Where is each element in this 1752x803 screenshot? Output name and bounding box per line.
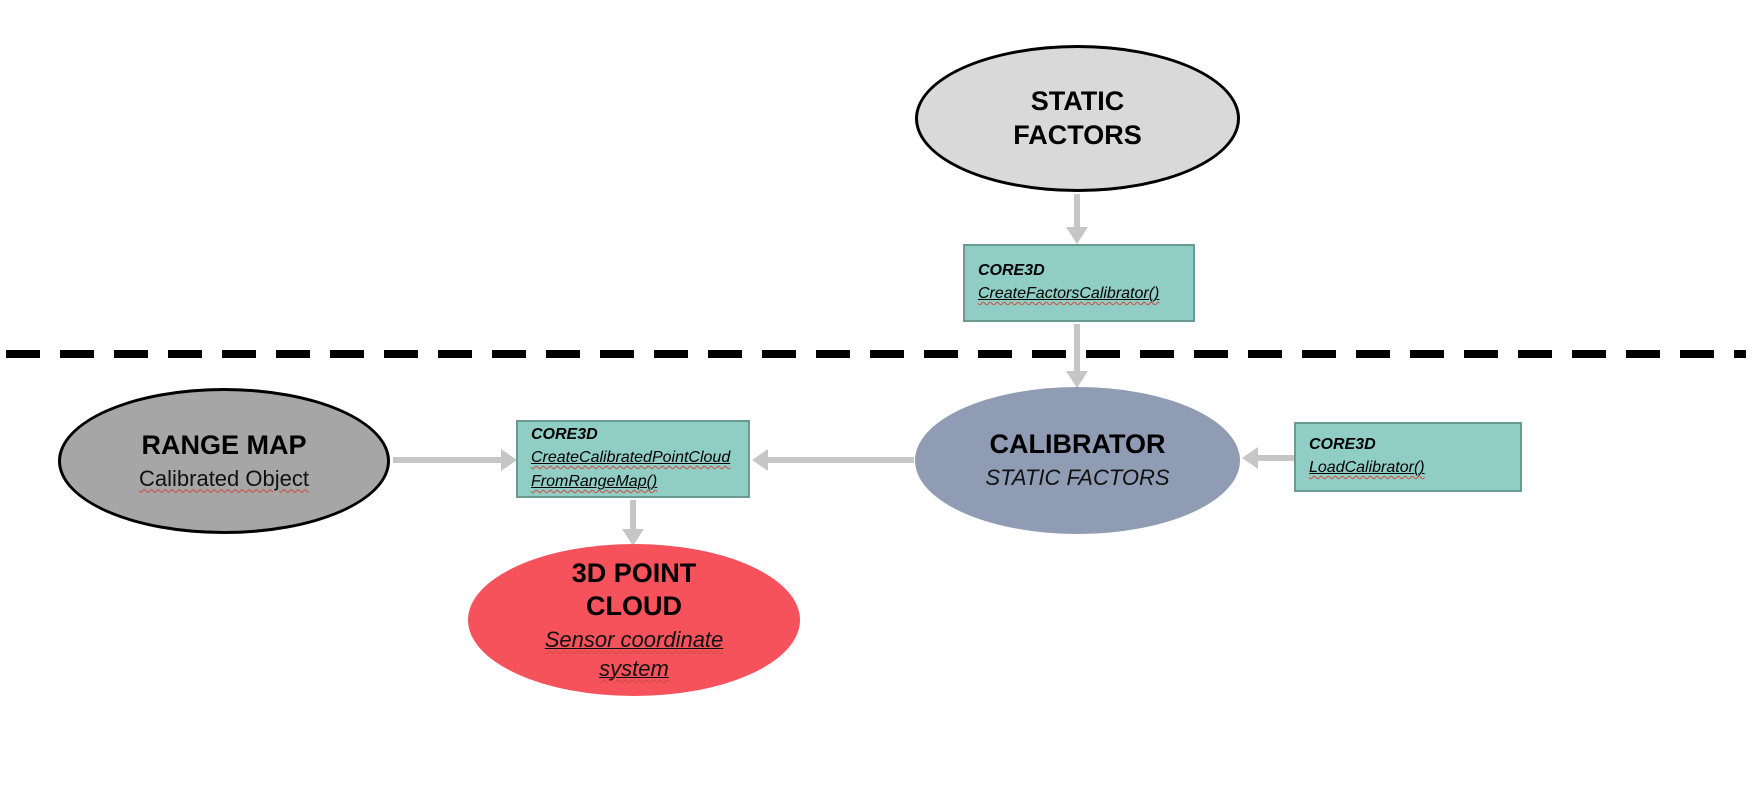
arrow-head [622,529,644,546]
create-factors-calibrator-box: CORE3D CreateFactorsCalibrator() [963,244,1195,322]
library-label: CORE3D [1309,436,1376,454]
static-factors-node: STATIC FACTORS [915,45,1240,192]
arrow-shaft [1074,194,1080,228]
point-cloud-subtitle: Sensor coordinate system [544,627,724,681]
arrow-shaft [1074,324,1080,372]
static-factors-title: STATIC FACTORS [1013,85,1142,150]
arrow-shaft [393,457,501,463]
point-cloud-node: 3D POINT CLOUD Sensor coordinate system [468,544,800,696]
arrow-shaft [630,500,636,530]
arrow-head [501,449,517,471]
create-calibrated-point-cloud-box: CORE3D CreateCalibratedPointCloud FromRa… [516,420,750,498]
library-label: CORE3D [531,426,598,444]
function-label-line1: CreateCalibratedPointCloud [531,449,731,467]
arrow-head [1066,227,1088,244]
calibrator-subtitle: STATIC FACTORS [985,465,1170,491]
calibrator-title: CALIBRATOR [989,429,1166,460]
library-label: CORE3D [978,262,1045,280]
range-map-subtitle: Calibrated Object [139,465,309,491]
dashed-divider-line [6,350,1746,358]
calibrator-node: CALIBRATOR STATIC FACTORS [915,387,1240,534]
arrow-shaft [768,457,914,463]
load-calibrator-box: CORE3D LoadCalibrator() [1294,422,1522,492]
arrow-head [1066,371,1088,388]
function-label-line2: FromRangeMap() [531,473,658,490]
function-label: LoadCalibrator() [1309,459,1425,477]
point-cloud-title: 3D POINT CLOUD [571,557,697,622]
range-map-title: RANGE MAP [141,429,307,460]
arrow-head [1242,447,1258,469]
arrow-head [752,449,768,471]
arrow-shaft [1258,455,1295,461]
function-label: CreateFactorsCalibrator() [978,285,1160,303]
range-map-node: RANGE MAP Calibrated Object [58,388,390,534]
